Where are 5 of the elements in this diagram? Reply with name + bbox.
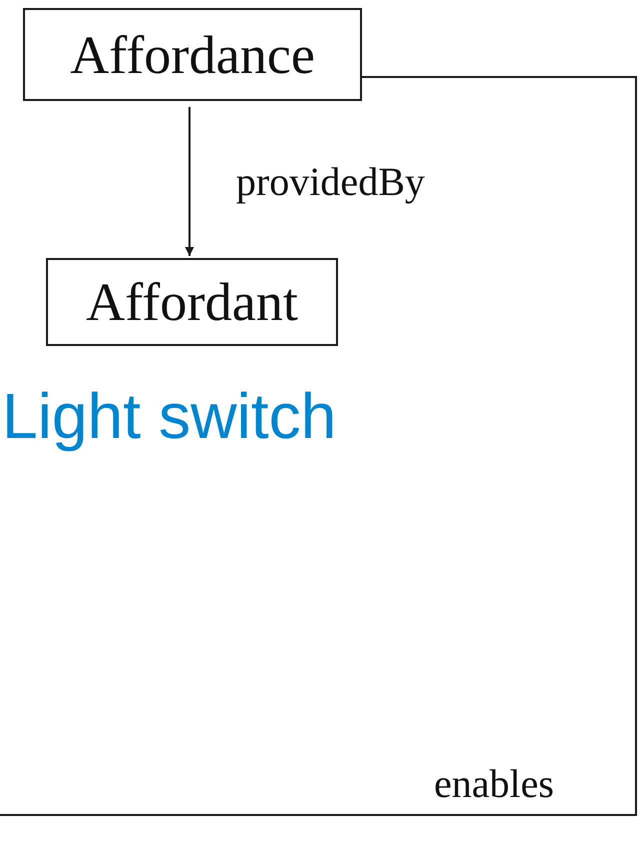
connector-line [185,107,194,256]
class-box: Affordance [23,8,362,101]
class-box: Affordant [46,258,338,346]
connector-line [0,76,637,816]
annotation-text: Light switch [2,381,336,452]
